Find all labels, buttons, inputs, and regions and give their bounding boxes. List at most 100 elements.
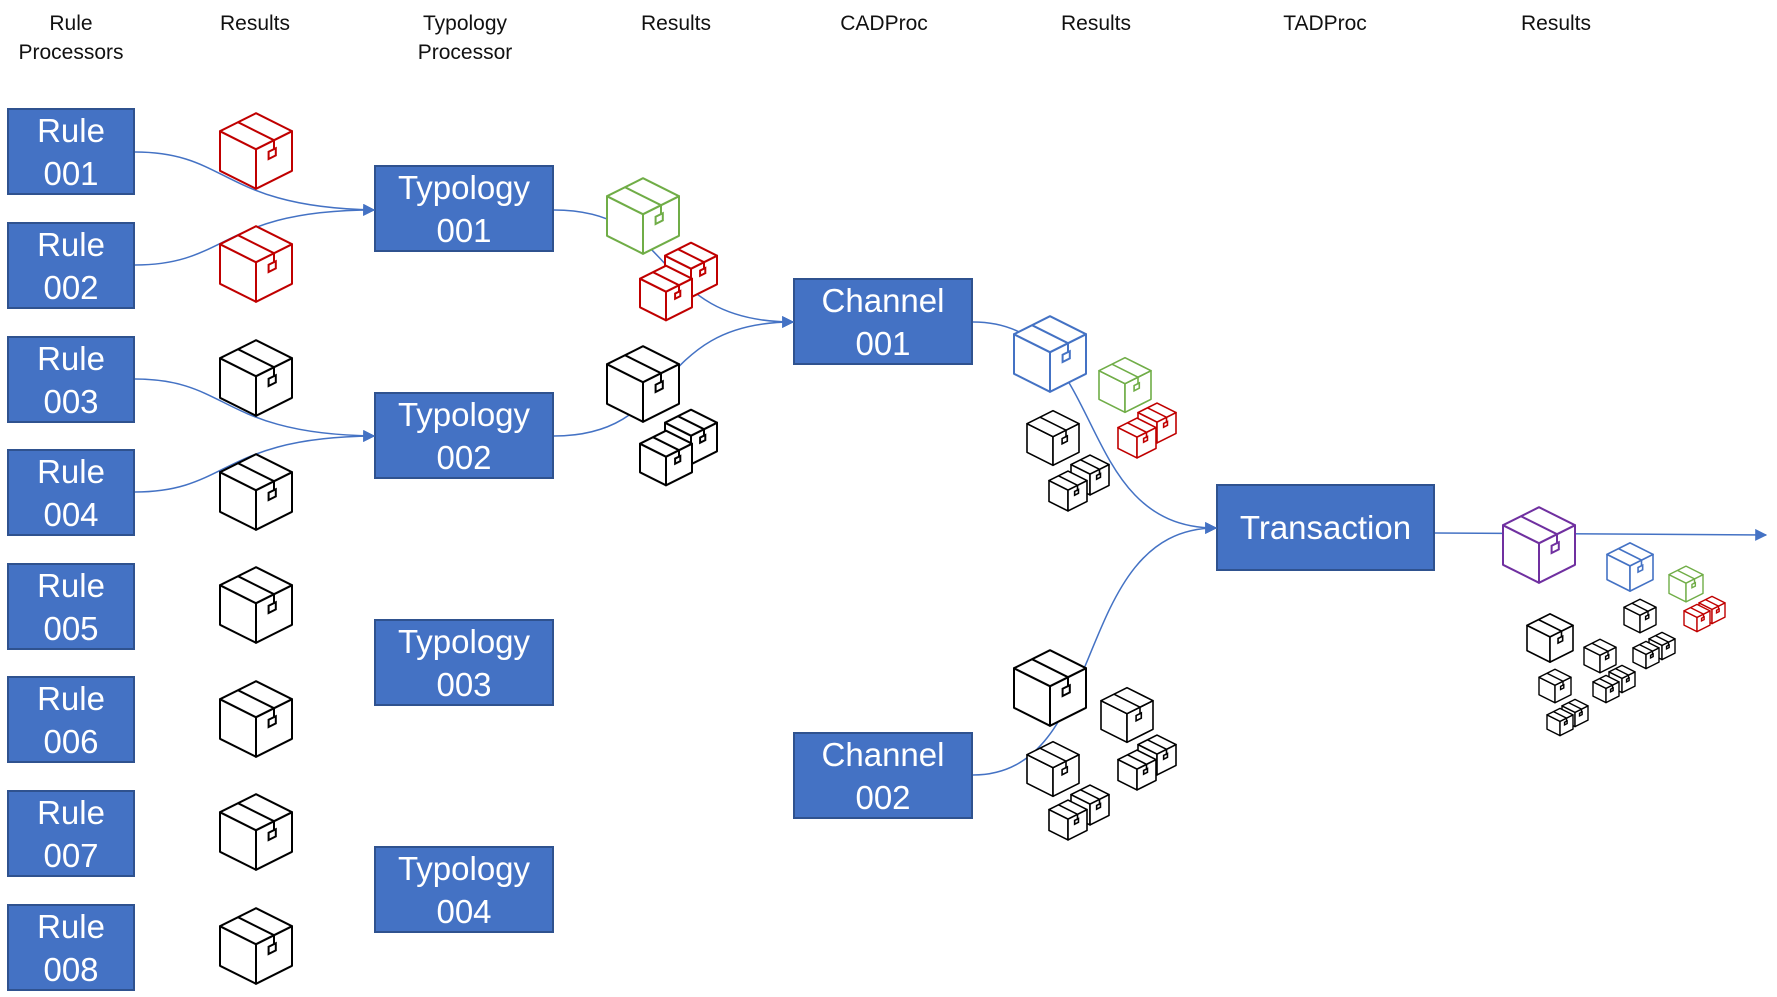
package-box-icon [1698, 595, 1726, 625]
header-results-3: Results [1060, 12, 1132, 35]
channel-node-002: Channel 002 [793, 732, 973, 819]
channel-node-001: Channel 001 [793, 278, 973, 365]
transaction-node-label: Transaction [1239, 509, 1412, 546]
package-box-icon [1561, 698, 1589, 728]
rule-node-label: Rule [37, 111, 105, 149]
rule-node-number: 008 [43, 950, 99, 988]
rule-node-number: 005 [43, 609, 99, 647]
connector-channel002-transaction [972, 522, 1218, 776]
package-box-icon [1013, 315, 1087, 393]
package-box-icon [219, 339, 293, 417]
package-box-icon [219, 112, 293, 190]
package-box-icon [1137, 402, 1177, 444]
header-results-2: Results [640, 12, 712, 35]
rule-node-label: Rule [37, 679, 105, 717]
package-box-icon [1632, 640, 1660, 670]
channel-node-label: Channel [821, 281, 945, 319]
package-box-icon [1098, 356, 1152, 414]
typology-node-label: Typology [397, 395, 531, 433]
typology-node-003: Typology 003 [374, 619, 554, 706]
connector-rule002-typology001 [134, 204, 376, 266]
rule-node-001: Rule 001 [7, 108, 135, 195]
typology-node-002: Typology 002 [374, 392, 554, 479]
rule-node-label: Rule [37, 907, 105, 945]
rule-node-004: Rule 004 [7, 449, 135, 536]
package-box-icon [1026, 409, 1080, 467]
connector-rule003-typology002 [134, 378, 376, 442]
rule-node-label: Rule [37, 339, 105, 377]
rule-node-002: Rule 002 [7, 222, 135, 309]
package-box-icon [639, 429, 693, 487]
package-box-icon [1623, 598, 1657, 634]
channel-node-number: 002 [855, 778, 911, 816]
connector-rule004-typology002 [134, 430, 376, 493]
package-box-icon [664, 408, 718, 466]
rule-node-number: 001 [43, 154, 99, 192]
typology-node-001: Typology 001 [374, 165, 554, 252]
rule-node-label: Rule [37, 225, 105, 263]
connector-transaction-output [1434, 528, 1768, 541]
header-rule-processors: Rule Processors [18, 12, 124, 64]
typology-node-number: 003 [436, 665, 492, 703]
typology-node-number: 004 [436, 892, 492, 930]
header-results-1: Results [219, 12, 291, 35]
typology-node-label: Typology [397, 168, 531, 206]
package-box-icon [1048, 470, 1088, 512]
package-box-icon [1117, 749, 1157, 791]
rule-node-007: Rule 007 [7, 790, 135, 877]
package-box-icon [1683, 603, 1711, 633]
rule-node-005: Rule 005 [7, 563, 135, 650]
channel-node-number: 001 [855, 324, 911, 362]
package-box-icon [1526, 613, 1574, 663]
package-box-icon [1592, 674, 1620, 704]
package-box-icon [1137, 734, 1177, 776]
rule-node-label: Rule [37, 793, 105, 831]
package-box-icon [1606, 542, 1654, 592]
package-box-icon [1013, 649, 1087, 727]
connector-typology002-channel001 [553, 316, 795, 437]
transaction-node: Transaction [1216, 484, 1435, 571]
rule-node-number: 006 [43, 722, 99, 760]
package-box-icon [664, 241, 718, 299]
rule-node-number: 002 [43, 268, 99, 306]
package-box-icon [219, 453, 293, 531]
package-box-icon [1538, 668, 1572, 704]
package-box-icon [219, 793, 293, 871]
typology-node-label: Typology [397, 849, 531, 887]
rule-node-number: 007 [43, 836, 99, 874]
package-box-icon [1100, 686, 1154, 744]
rule-node-label: Rule [37, 566, 105, 604]
header-typology-processor: Typology Processor [417, 12, 513, 64]
package-box-icon [1648, 631, 1676, 661]
package-box-icon [219, 680, 293, 758]
package-box-icon [219, 566, 293, 644]
package-box-icon [1048, 799, 1088, 841]
package-box-icon [1583, 638, 1617, 674]
package-box-icon [1546, 707, 1574, 737]
connector-channel001-transaction [972, 321, 1218, 534]
rule-node-008: Rule 008 [7, 904, 135, 991]
header-results-4: Results [1520, 12, 1592, 35]
connector-typology001-channel001 [553, 209, 795, 328]
package-box-icon [606, 177, 680, 255]
package-box-icon [1026, 740, 1080, 798]
package-box-icon [1117, 417, 1157, 459]
package-box-icon [1070, 454, 1110, 496]
rule-node-number: 004 [43, 495, 99, 533]
rule-node-number: 003 [43, 382, 99, 420]
package-box-icon [1502, 506, 1576, 584]
typology-node-004: Typology 004 [374, 846, 554, 933]
typology-node-label: Typology [397, 622, 531, 660]
package-box-icon [1668, 565, 1704, 603]
package-box-icon [606, 345, 680, 423]
package-box-icon [1608, 664, 1636, 694]
channel-node-label: Channel [821, 735, 945, 773]
header-tadproc: TADProc [1283, 12, 1367, 35]
package-box-icon [219, 907, 293, 985]
package-box-icon [1070, 784, 1110, 826]
package-box-icon [219, 225, 293, 303]
rule-node-label: Rule [37, 452, 105, 490]
